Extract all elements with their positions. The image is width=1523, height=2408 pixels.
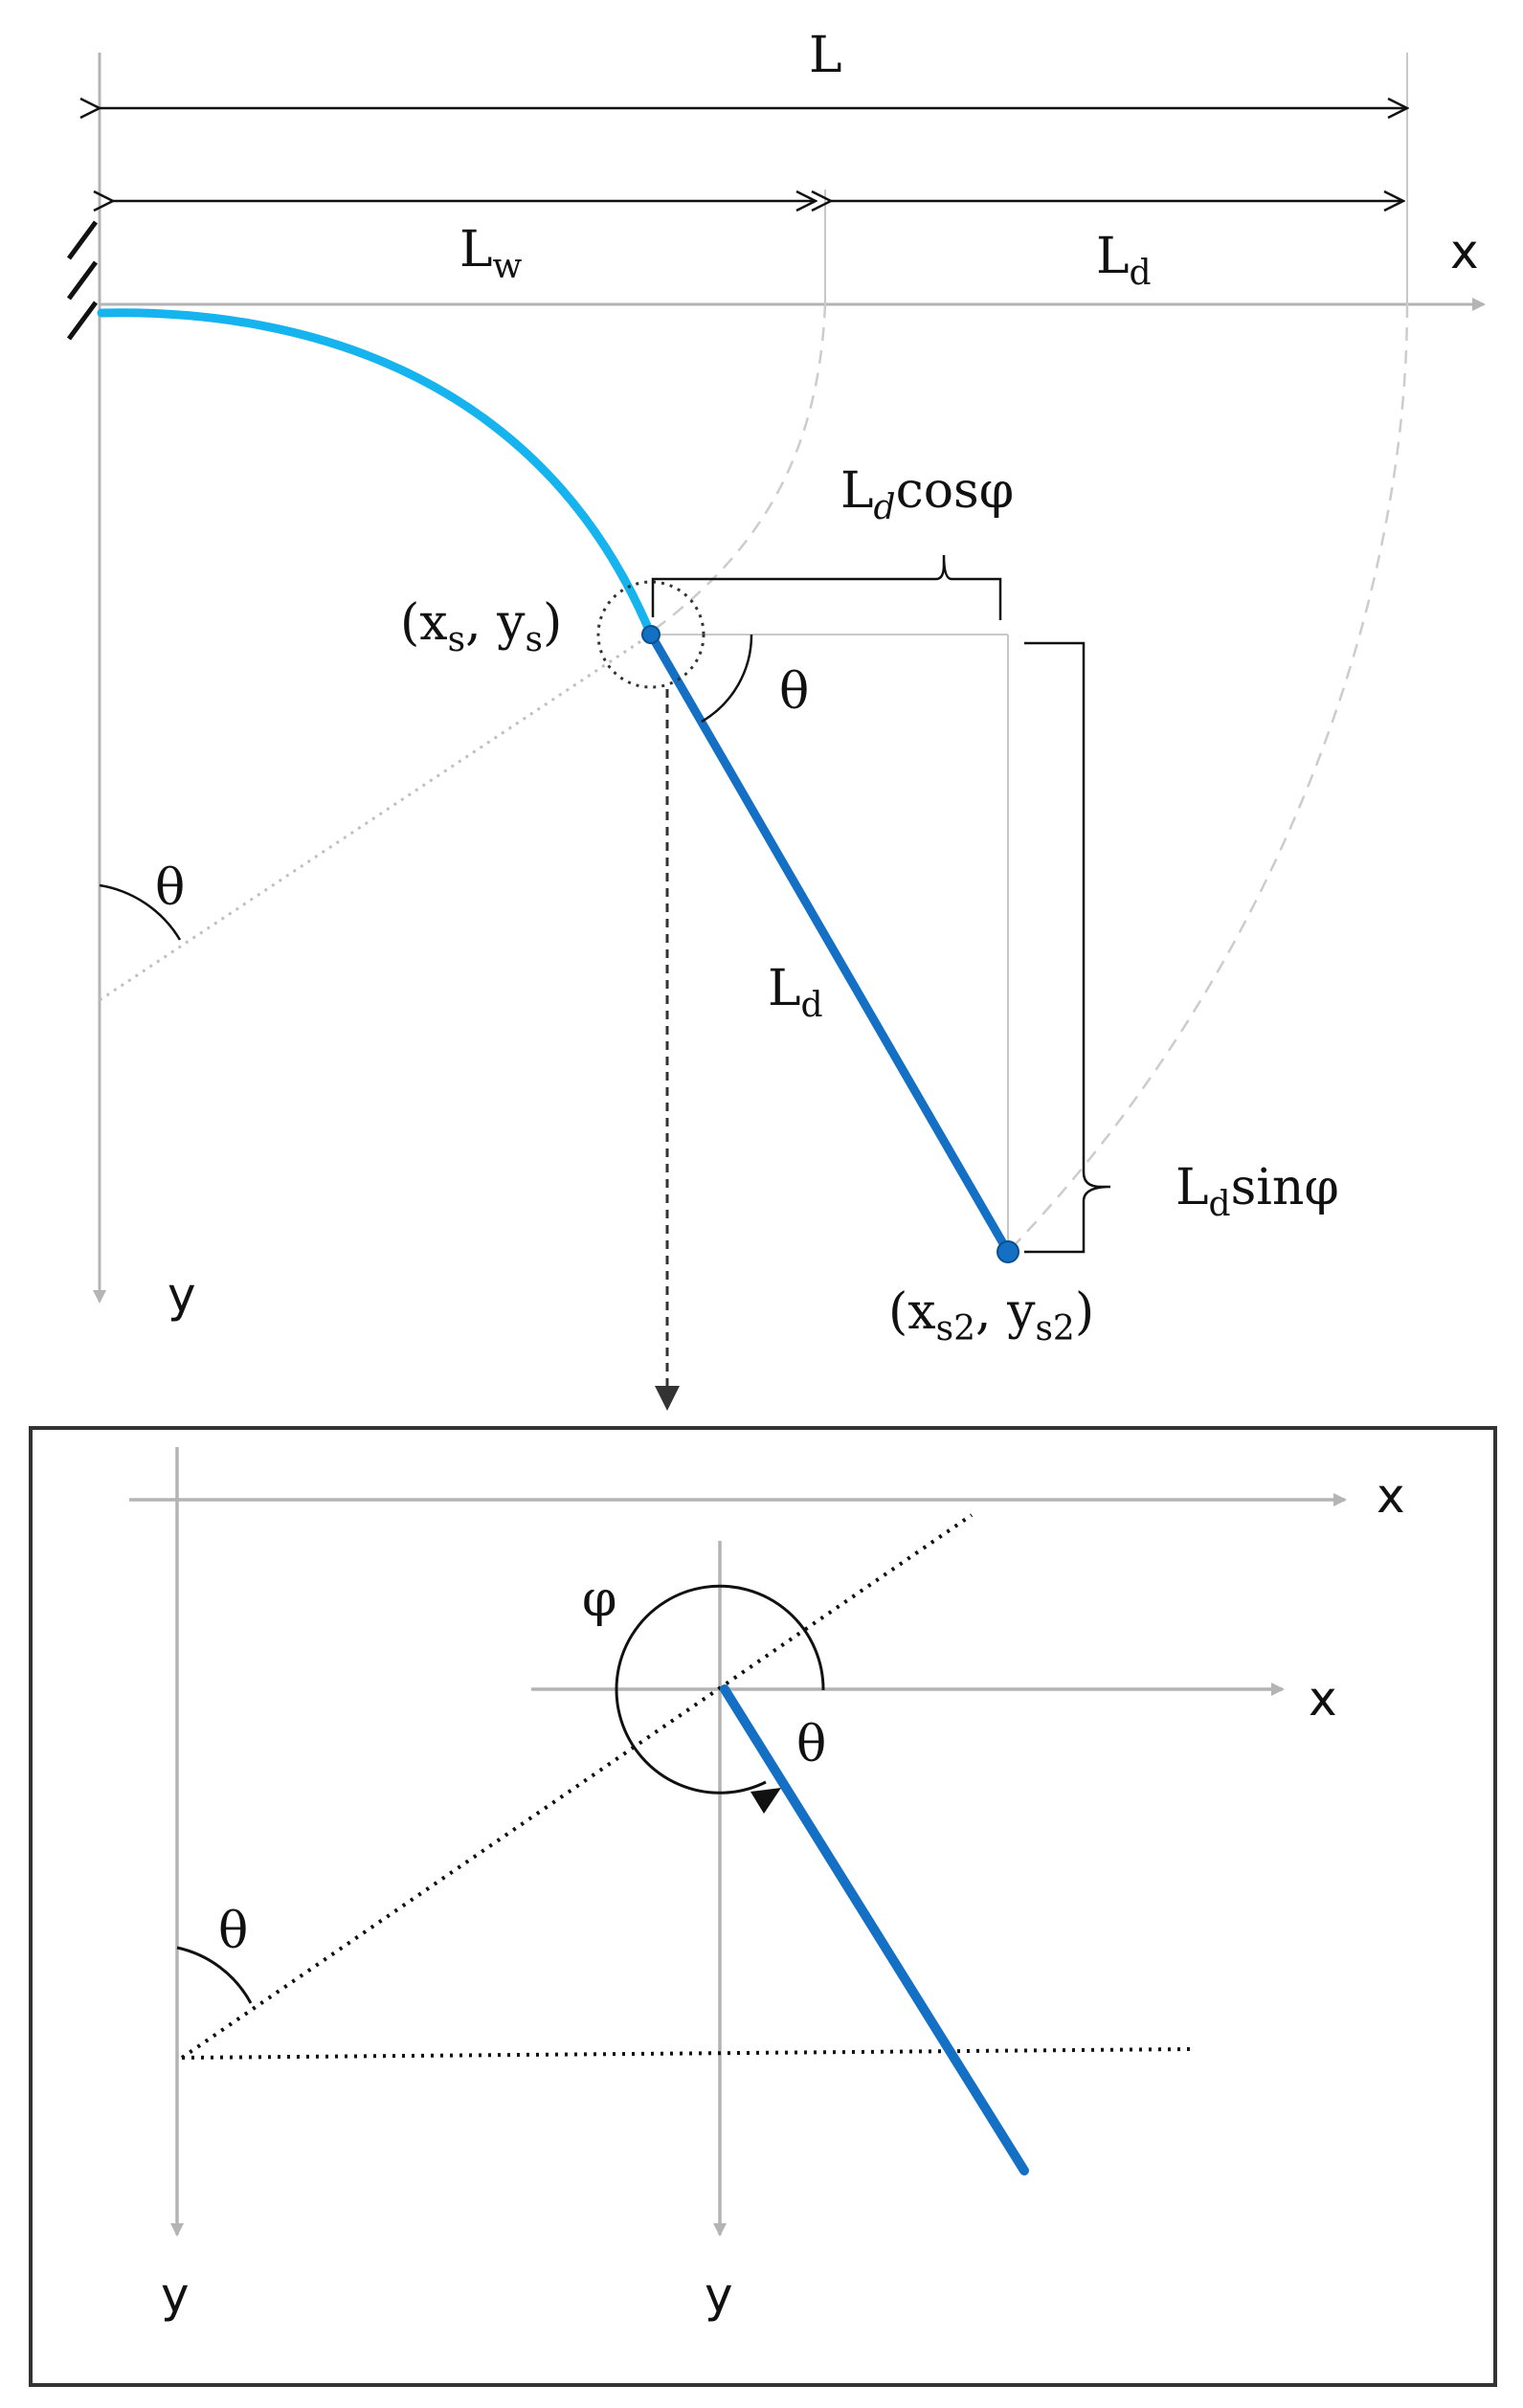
inset-frame bbox=[29, 1426, 1497, 2387]
dashed-arc-inner bbox=[648, 303, 827, 635]
label-Ld-top: Ld bbox=[1096, 228, 1152, 293]
phi-arc bbox=[615, 1584, 825, 1795]
inset-dotted-horizontal bbox=[181, 2047, 1193, 2060]
inset-y-label-main: y bbox=[161, 2267, 190, 2323]
label-xs-ys: (xs, ys) bbox=[400, 594, 562, 659]
brace-ldcos bbox=[651, 554, 1002, 620]
inset-dotted-diagonal bbox=[180, 1513, 974, 2060]
inset-beam-segment bbox=[720, 1684, 1029, 2175]
dashed-arc-outer bbox=[1007, 303, 1409, 1253]
phi-arrowhead bbox=[750, 1788, 781, 1814]
brace-ldsin bbox=[1024, 641, 1111, 1254]
inset-x-label-local: x bbox=[1309, 1671, 1337, 1727]
dotted-radius-line bbox=[99, 633, 652, 1002]
inset-y-label-local: y bbox=[705, 2267, 733, 2323]
inset-theta-arc-left bbox=[176, 1946, 253, 2004]
label-ldcos: Ldcosφ bbox=[840, 462, 1014, 527]
label-Lw: Lw bbox=[459, 221, 523, 286]
straight-beam-segment bbox=[646, 630, 1013, 1257]
curved-beam bbox=[97, 308, 656, 639]
point-xs2-ys2 bbox=[997, 1240, 1019, 1263]
label-ldsin: Ldsinφ bbox=[1176, 1159, 1339, 1224]
inset-phi-label: φ bbox=[582, 1571, 616, 1628]
theta-label-joint: θ bbox=[779, 663, 809, 721]
zoom-circle bbox=[596, 580, 706, 689]
theta-arc-joint bbox=[701, 634, 753, 724]
fixed-support-hatch bbox=[66, 220, 99, 341]
inset-x-label-main: x bbox=[1377, 1468, 1405, 1524]
label-xs2-ys2: (xs2, ys2) bbox=[888, 1283, 1094, 1349]
inset-theta-label-joint: θ bbox=[796, 1716, 826, 1773]
theta-arc-left bbox=[99, 883, 182, 941]
inset-theta-label-left: θ bbox=[218, 1903, 248, 1960]
label-L: L bbox=[809, 27, 842, 84]
y-axis-label: y bbox=[168, 1267, 196, 1323]
top-diagram: x y L Lw Ld θ θ bbox=[66, 27, 1486, 1411]
label-Ld-mid: Ld bbox=[768, 960, 823, 1025]
x-axis-label: x bbox=[1450, 224, 1479, 279]
inset-diagram: x y x y φ θ θ bbox=[29, 1426, 1497, 2387]
point-xs-ys bbox=[641, 625, 661, 644]
theta-label-left: θ bbox=[155, 859, 185, 917]
